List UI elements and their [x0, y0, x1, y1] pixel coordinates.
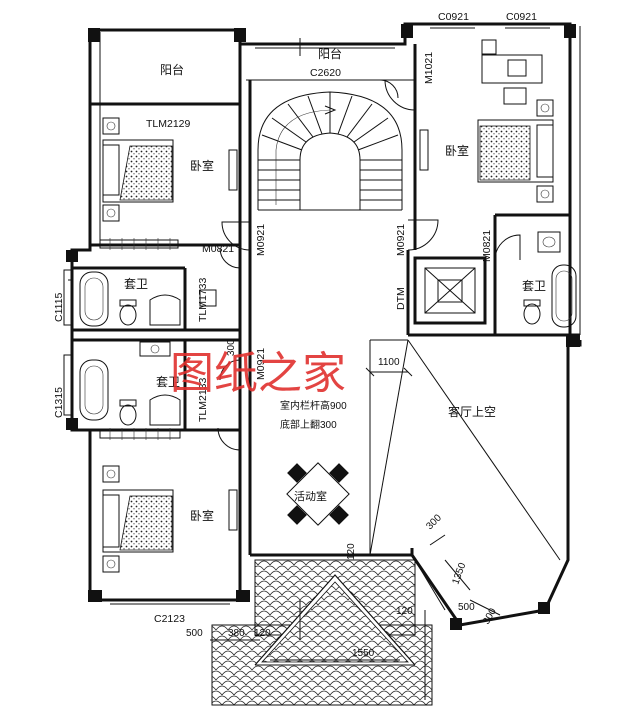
code-c1315: C1315: [53, 387, 65, 418]
roof-tiles: [211, 559, 433, 706]
bed-top-right: [419, 39, 554, 203]
dim-1550: 1550: [352, 648, 375, 659]
wardrobe-bottom-left: [99, 428, 181, 440]
bathroom-fixtures-middle-left: [79, 341, 181, 426]
code-m0821-right: M0821: [481, 230, 493, 262]
wardrobe-top-left: [99, 238, 179, 250]
dim-300-mid: 300: [226, 339, 237, 356]
code-c2620: C2620: [310, 67, 341, 79]
code-c1115: C1115: [53, 292, 65, 322]
dim-500-left: 500: [186, 628, 203, 639]
code-m0921-stair-left: M0921: [255, 224, 267, 256]
label-activity-room: 活动室: [294, 489, 327, 503]
dim-120-a: 120: [346, 543, 357, 560]
label-bedroom-top-right: 卧室: [445, 143, 469, 158]
dim-120-c: 120: [254, 628, 271, 639]
railing-notes: 室内栏杆高900 底部上翻300: [278, 396, 352, 434]
code-tlm2129: TLM2129: [146, 118, 191, 130]
label-living-void: 客厅上空: [448, 404, 496, 419]
dim-300-right: 300: [481, 606, 499, 626]
dim-500-right: 500: [458, 602, 475, 613]
code-c2123: C2123: [154, 613, 185, 625]
label-bathroom-right: 套卫: [522, 279, 546, 293]
bed-top-left: [102, 117, 238, 222]
label-bedroom-bottom-left: 卧室: [190, 508, 214, 523]
bathroom-fixtures-right: [523, 231, 577, 328]
dim-300-left: 300: [424, 512, 444, 532]
code-m0921-lower: M0921: [255, 348, 267, 380]
label-bedroom-top-left: 卧室: [190, 158, 214, 173]
code-m0821-left: M0821: [202, 243, 234, 255]
activity-table: [286, 462, 350, 526]
code-tlm2133: TLM2133: [197, 377, 209, 422]
interior-walls: [72, 44, 580, 600]
code-dtm: DTM: [395, 287, 407, 310]
note-sill: 底部上翻300: [280, 418, 337, 431]
label-bathroom-middle-left: 套卫: [156, 375, 180, 389]
door-window-codes: C0921 C0921 M1021 C2620 TLM2129 M0921 M0…: [53, 11, 537, 625]
code-c0921-b: C0921: [506, 11, 537, 23]
dim-380: 380: [228, 628, 245, 639]
dim-1100: 1100: [378, 357, 400, 368]
dim-120-b: 120: [396, 606, 413, 617]
watermark: 图纸之家: [170, 348, 346, 399]
label-balcony-center: 阳台: [318, 46, 342, 61]
code-m1021: M1021: [423, 52, 435, 84]
openings: [63, 23, 550, 605]
label-balcony-left: 阳台: [160, 62, 184, 77]
bed-bottom-left: [102, 465, 238, 573]
code-m0921-stair-right: M0921: [395, 224, 407, 256]
bathroom-fixtures-top-left: [79, 271, 217, 327]
room-labels: 阳台 阳台 卧室 卧室 套卫 套卫 套卫 卧室 客厅上空 活动室: [124, 46, 546, 523]
code-tlm1733: TLM1733: [197, 277, 209, 322]
column-posts: [66, 24, 580, 630]
note-railing: 室内栏杆高900: [280, 399, 347, 412]
dim-1350: 1350: [450, 561, 468, 586]
dimension-lines: [210, 367, 501, 661]
code-c0921-a: C0921: [438, 11, 469, 23]
label-bathroom-top-left: 套卫: [124, 277, 148, 291]
void-diagonals: [369, 339, 561, 611]
furniture: [79, 39, 577, 573]
spiral-staircase: [257, 91, 403, 211]
